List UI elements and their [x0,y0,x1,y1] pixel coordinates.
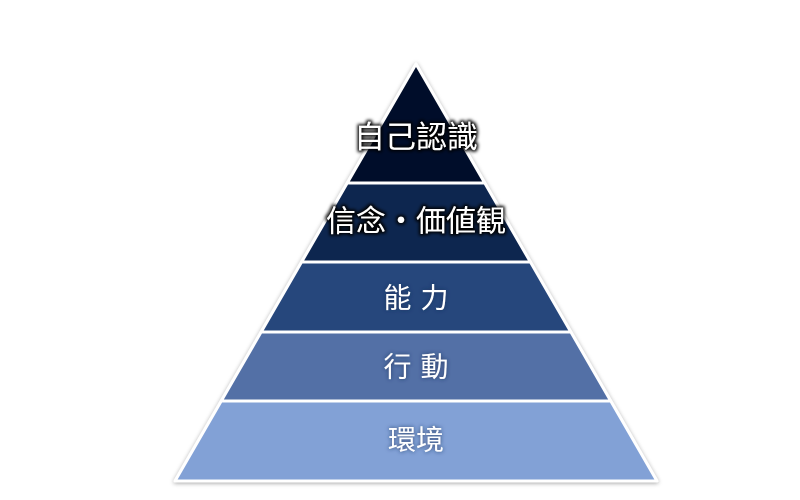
pyramid-level-label: 能 力 [384,282,449,315]
pyramid-level-label: 信念・価値観 [326,205,506,240]
pyramid-level-label: 自己認識 [354,120,478,156]
pyramid-level-label: 行 動 [384,351,449,384]
pyramid-level-5 [173,399,659,483]
pyramid-level-label: 環境 [388,424,444,457]
